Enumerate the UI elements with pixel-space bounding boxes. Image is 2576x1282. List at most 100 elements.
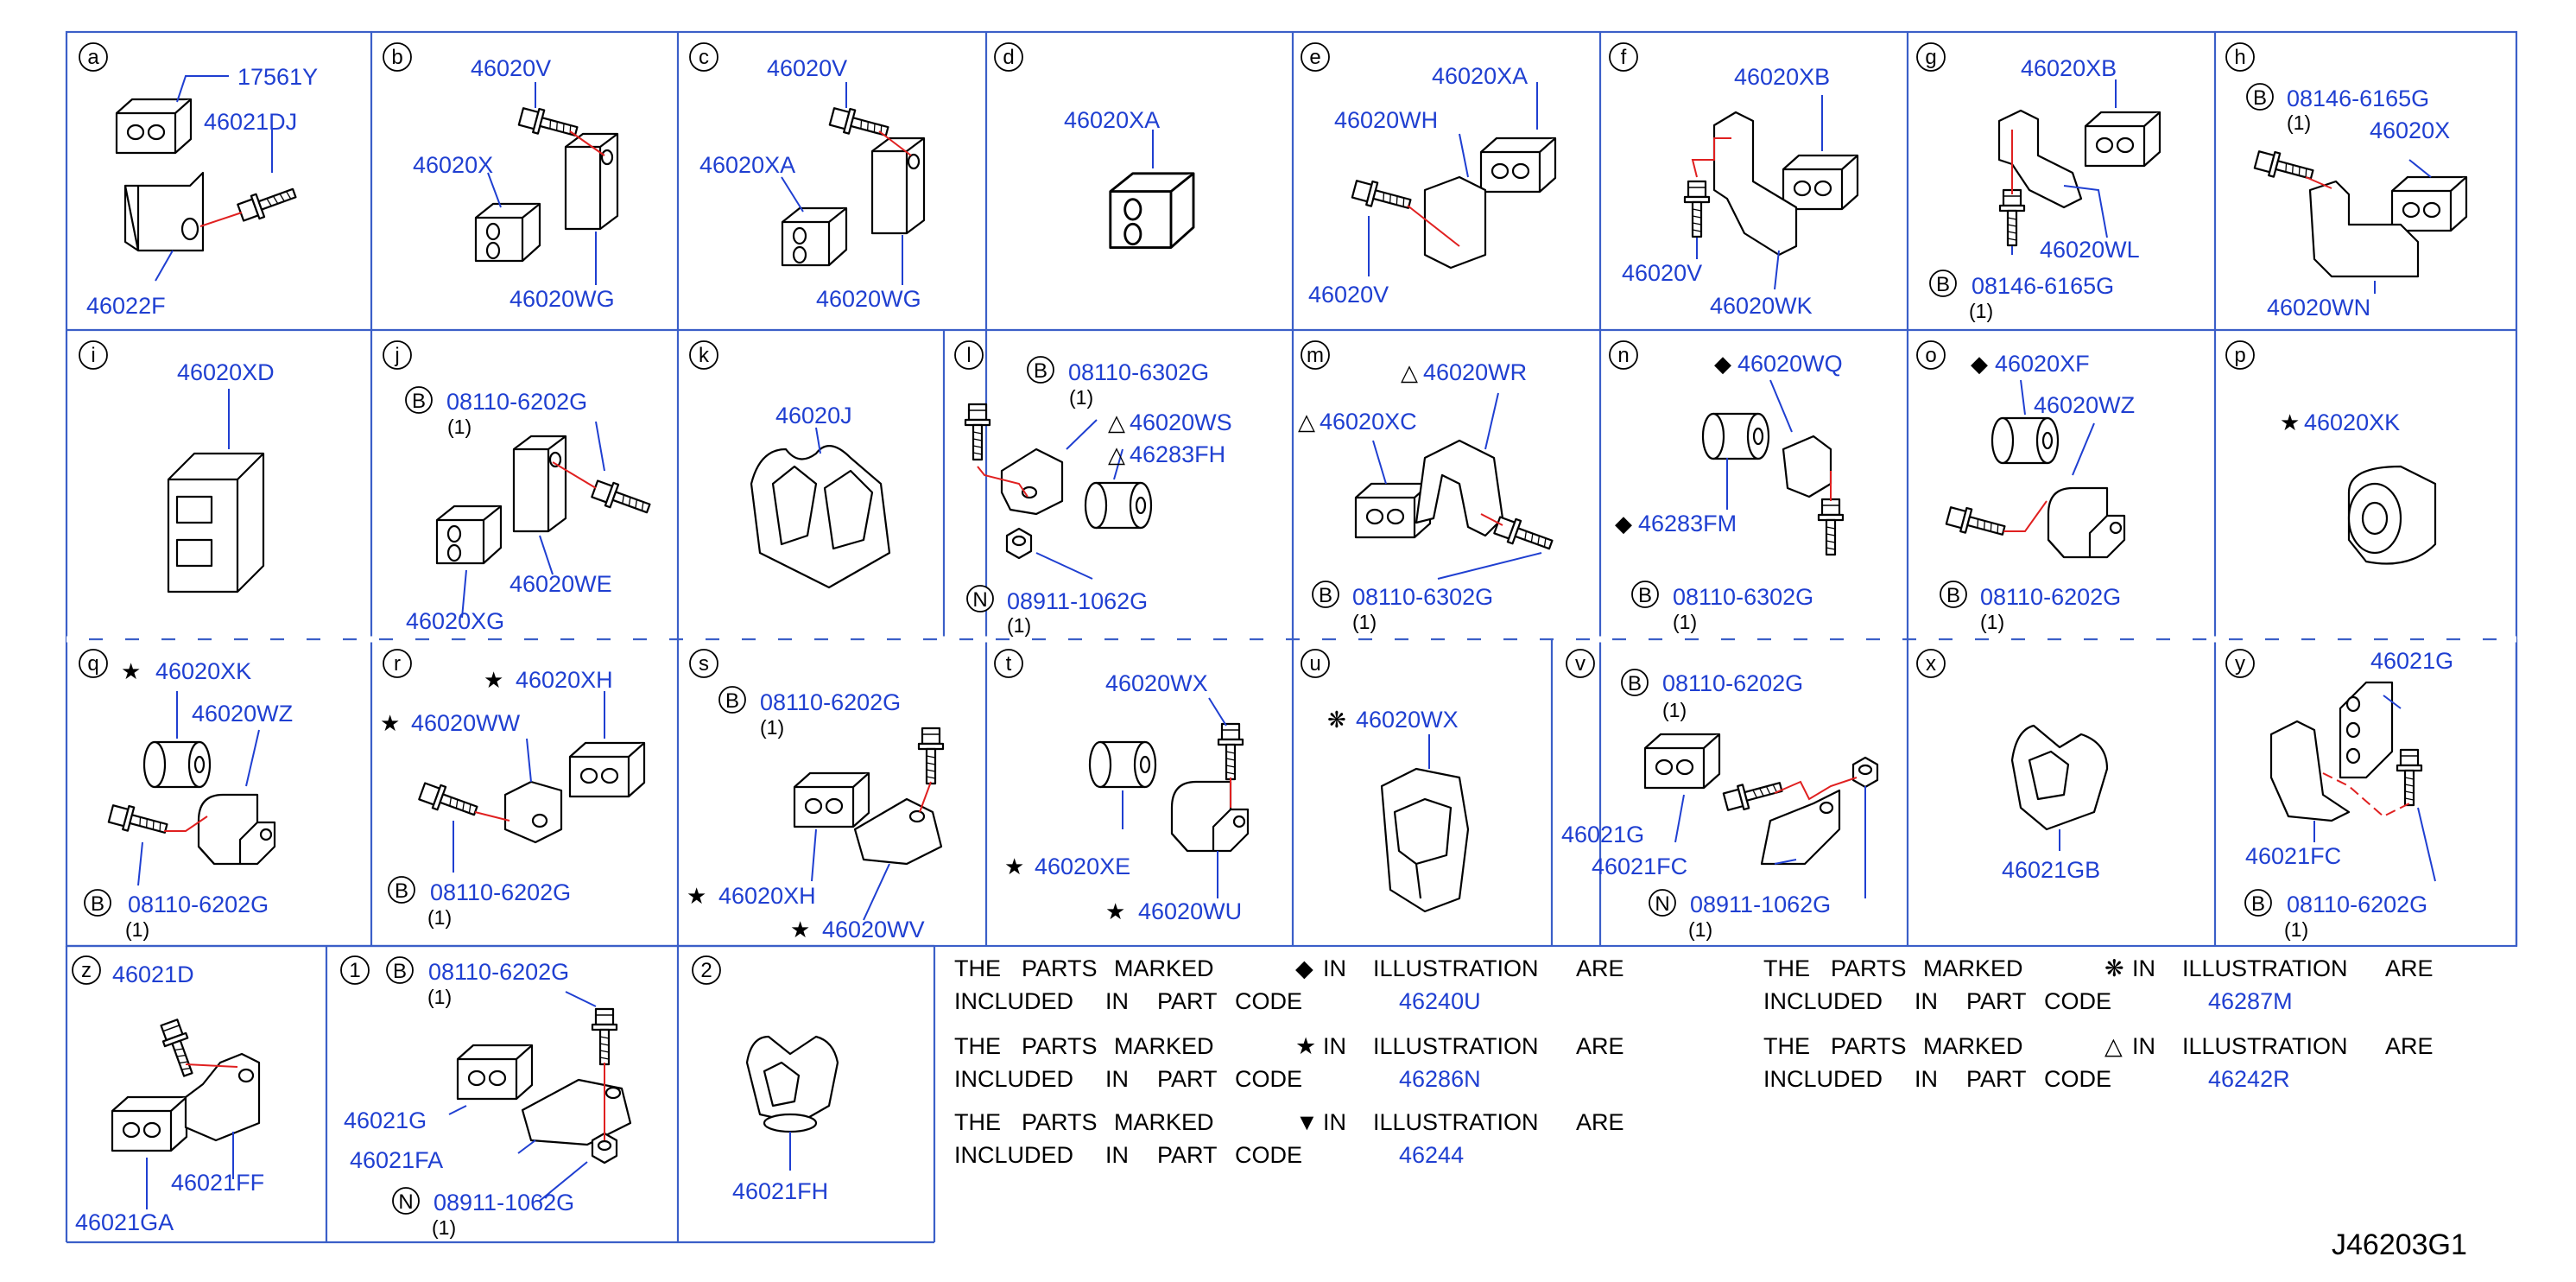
part-number: 46020WL — [2040, 237, 2140, 263]
part-number: 08110-6202G — [2287, 892, 2427, 917]
part-number: 08110-6302G — [1352, 584, 1493, 610]
part-number: 46020WR — [1423, 359, 1527, 385]
part-number: 46020XK — [2304, 409, 2400, 435]
label-text: ★ — [687, 883, 706, 909]
part-number: 46021G — [1561, 822, 1644, 847]
label-text: MARKED — [1114, 1033, 1214, 1059]
label-text: ★ — [484, 667, 503, 693]
cell-j: j B 08110-6202G (1) 46020WE 46020XG — [383, 340, 654, 634]
part-number: 08146-6165G — [2287, 86, 2429, 111]
label-text: b — [391, 46, 402, 69]
cell-t: t 46020WX ★ 46020XE ★ 46020WU — [994, 649, 1250, 924]
part-number: 08110-6202G — [128, 892, 269, 917]
label-text: PARTS — [1831, 1033, 1907, 1059]
label-text: t — [1006, 652, 1012, 676]
label-text: e — [1309, 46, 1320, 69]
label-text: f — [1621, 46, 1627, 69]
part-number: 46020WU — [1138, 898, 1242, 924]
part-number: 46020V — [471, 55, 551, 81]
label-text: PARTS — [1022, 1109, 1098, 1135]
label-text: IN — [1105, 988, 1129, 1014]
label-text: MARKED — [1114, 955, 1214, 981]
part-number: 46020V — [1308, 282, 1389, 308]
part-number: 46020XE — [1035, 854, 1130, 879]
cell-k: k 46020J — [689, 340, 891, 589]
part-number: 17561Y — [237, 64, 318, 90]
label-text: (1) — [1980, 611, 2004, 633]
label-text: ◆ — [1714, 351, 1731, 377]
note-triangle-open: THE PARTS MARKED △ IN ILLUSTRATION ARE I… — [1763, 1033, 2434, 1092]
label-text: B — [1034, 359, 1047, 383]
part-number: 08110-6202G — [1980, 584, 2121, 610]
label-text: MARKED — [1114, 1109, 1214, 1135]
label-text: (1) — [432, 1216, 456, 1239]
label-text: CODE — [1235, 1142, 1302, 1168]
label-text: (1) — [2287, 111, 2311, 134]
label-text: g — [1925, 46, 1936, 69]
part-number: 08911-1062G — [434, 1190, 574, 1215]
label-text: ILLUSTRATION — [2182, 955, 2348, 981]
label-text: IN — [2132, 955, 2155, 981]
label-text: 46244 — [1399, 1142, 1464, 1168]
label-text: B — [1319, 584, 1332, 607]
note-flower: THE PARTS MARKED ❋ IN ILLUSTRATION ARE I… — [1763, 955, 2434, 1014]
label-text: 2 — [700, 959, 712, 982]
part-number: 46020V — [1622, 260, 1702, 286]
label-text: 46286N — [1399, 1066, 1481, 1092]
label-text: ARE — [2385, 1033, 2434, 1059]
part-number: 46021GB — [2002, 857, 2100, 883]
part-number: 46020J — [775, 403, 852, 428]
cell-b: b 46020V 46020X 46020WG — [383, 42, 619, 312]
note-triangle-down: THE PARTS MARKED ▼ IN ILLUSTRATION ARE I… — [954, 1109, 1624, 1168]
legend-notes: THE PARTS MARKED ◆ IN ILLUSTRATION ARE I… — [954, 955, 2434, 1168]
label-text: THE — [954, 1109, 1001, 1135]
label-text: IN — [1323, 1109, 1346, 1135]
label-text: (1) — [447, 416, 472, 438]
part-number: 46020WV — [822, 917, 925, 942]
cell-d: d 46020XA — [994, 42, 1195, 250]
label-text: PART — [1966, 1066, 2027, 1092]
label-text: ARE — [1576, 1109, 1624, 1135]
part-number: 46020WZ — [192, 701, 293, 727]
label-text: (1) — [427, 906, 452, 929]
cell-y: y 46021G 46021FC B 08110-6202G (1) — [2225, 648, 2453, 941]
cell-letter-circle — [79, 42, 108, 72]
label-text: △ — [1108, 409, 1125, 435]
label-text: INCLUDED — [1763, 1066, 1883, 1092]
part-number: 46020WQ — [1737, 351, 1843, 377]
part-number: 46020XH — [516, 667, 613, 693]
cell-c: c 46020V 46020XA 46020WG — [689, 42, 926, 312]
label-text: (1) — [1662, 699, 1687, 721]
part-number: 46020XD — [177, 359, 275, 385]
label-text: B — [1936, 273, 1950, 296]
part-number: 46020V — [767, 55, 847, 81]
label-text: ★ — [1004, 854, 1024, 879]
label-text: (1) — [1688, 918, 1712, 941]
label-text: CODE — [2044, 1066, 2111, 1092]
label-text: p — [2234, 344, 2245, 367]
label-text: (1) — [760, 716, 784, 739]
label-text: B — [395, 879, 408, 903]
label-text: u — [1309, 652, 1320, 676]
label-text: IN — [2132, 1033, 2155, 1059]
cell-i: i 46020XD — [79, 340, 275, 593]
label-text: IN — [1105, 1066, 1129, 1092]
cell-q: q ★ 46020XK 46020WZ B 08110-6202G (1) — [79, 649, 293, 941]
quantity: (1) — [1969, 300, 1993, 322]
cell-o: o ◆ 46020XF 46020WZ B 08110-6202G (1) — [1916, 340, 2135, 633]
label-text: (1) — [1673, 611, 1697, 633]
grid-lines — [65, 30, 2518, 1244]
label-text: 1 — [349, 959, 360, 982]
part-number: 46022F — [86, 293, 166, 319]
label-text: B — [412, 390, 426, 413]
label-text: CODE — [2044, 988, 2111, 1014]
part-number: 46021FF — [171, 1170, 264, 1196]
label-text: ILLUSTRATION — [2182, 1033, 2348, 1059]
label-text: ★ — [2280, 409, 2300, 435]
part-number: 08110-6202G — [1662, 670, 1803, 696]
part-number: 08911-1062G — [1690, 892, 1831, 917]
label-text: N — [1655, 892, 1669, 916]
label-text: (1) — [427, 986, 452, 1008]
label-text: MARKED — [1923, 1033, 2023, 1059]
